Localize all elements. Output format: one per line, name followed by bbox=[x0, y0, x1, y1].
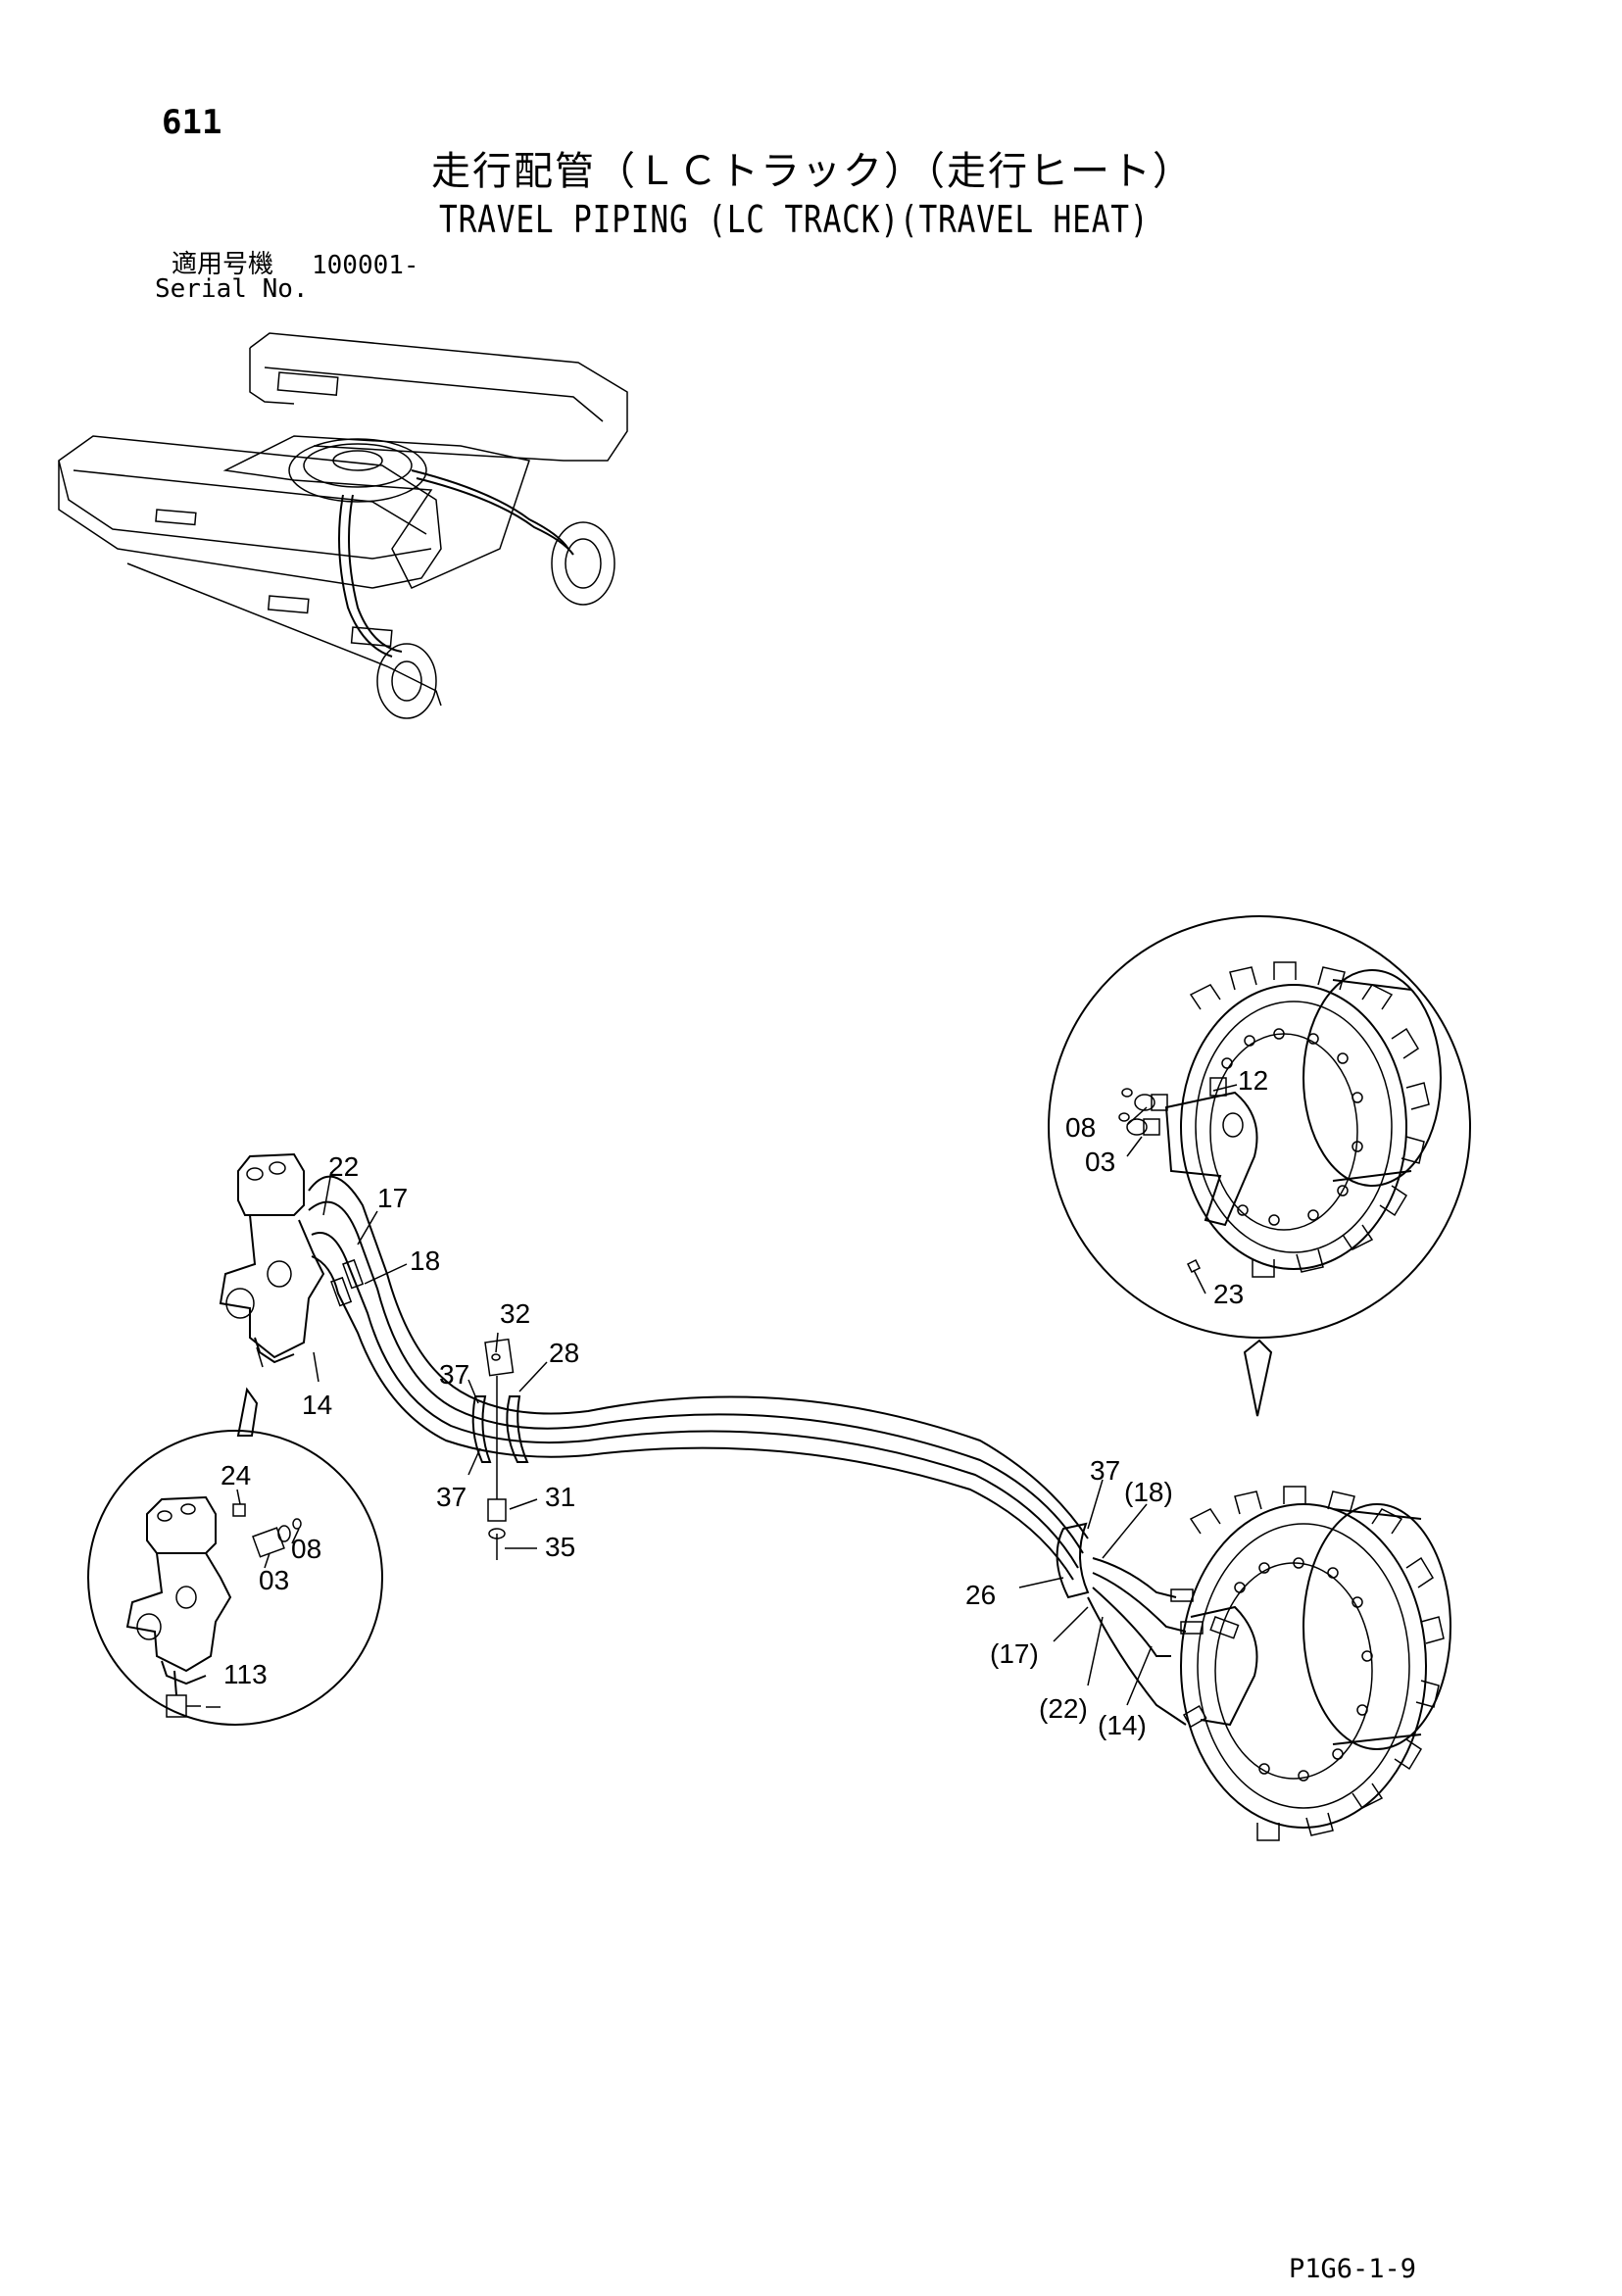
callout-14-ref: (14) bbox=[1098, 1710, 1147, 1740]
page-title: TRAVEL PIPING (LC TRACK)(TRAVEL HEAT) bbox=[439, 198, 1150, 241]
joint-detail-circle bbox=[87, 1387, 383, 1726]
serial-number-value: 100001- bbox=[312, 251, 419, 280]
callout-37-right: 37 bbox=[1090, 1455, 1120, 1486]
callout-113: 113 bbox=[223, 1659, 268, 1689]
callout-03-left: 03 bbox=[259, 1565, 289, 1595]
callout-18: 18 bbox=[410, 1246, 440, 1276]
page-title-japanese: 走行配管（ＬＣトラック）（走行ヒート） bbox=[431, 149, 1194, 194]
callout-08-top: 08 bbox=[1065, 1112, 1096, 1143]
hose-routing bbox=[308, 1171, 1240, 1729]
callout-08-left: 08 bbox=[291, 1534, 321, 1564]
callout-12: 12 bbox=[1238, 1065, 1268, 1096]
callout-28: 28 bbox=[549, 1338, 579, 1368]
callout-17: 17 bbox=[377, 1183, 408, 1213]
callout-37-lower: 37 bbox=[436, 1482, 467, 1512]
callout-31: 31 bbox=[545, 1482, 575, 1512]
callout-03-top: 03 bbox=[1085, 1147, 1115, 1177]
travel-motor-sprocket bbox=[1180, 1486, 1451, 1841]
center-joint bbox=[219, 1152, 325, 1368]
callout-14: 14 bbox=[302, 1390, 332, 1420]
callout-37-upper: 37 bbox=[439, 1359, 469, 1390]
callout-labels: 12 08 03 23 22 17 18 14 32 28 37 37 31 3… bbox=[221, 1065, 1268, 1740]
page-number: 611 bbox=[162, 103, 222, 142]
callout-35: 35 bbox=[545, 1532, 575, 1562]
callout-22: 22 bbox=[328, 1151, 359, 1182]
callout-18-ref: (18) bbox=[1124, 1477, 1173, 1507]
page-code: P1G6-1-9 bbox=[1289, 2254, 1417, 2284]
callout-17-ref: (17) bbox=[990, 1638, 1039, 1669]
callout-24: 24 bbox=[221, 1460, 251, 1490]
serial-label-japanese: 適用号機 bbox=[172, 250, 274, 279]
callout-23: 23 bbox=[1213, 1279, 1244, 1309]
callout-32: 32 bbox=[500, 1298, 530, 1329]
motor-detail-circle bbox=[1048, 915, 1471, 1417]
undercarriage-overview bbox=[58, 332, 628, 719]
callout-26: 26 bbox=[965, 1580, 996, 1610]
serial-label: Serial No. bbox=[155, 274, 309, 304]
callout-22-ref: (22) bbox=[1039, 1693, 1088, 1724]
